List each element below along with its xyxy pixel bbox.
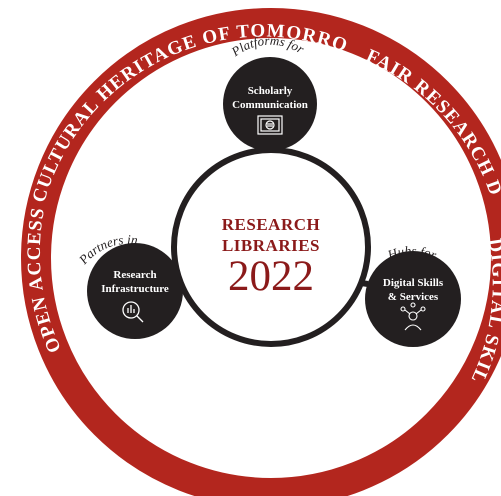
node-left-title-line2: Infrastructure	[101, 283, 169, 295]
node-top-title-line2: Communication	[232, 99, 308, 111]
node-right-caption: Hubs for	[385, 243, 440, 263]
center-title-line1: RESEARCH	[222, 215, 320, 234]
node-top-circle	[223, 57, 317, 151]
outer-ring	[21, 8, 501, 496]
node-right-title-line1: Digital Skills	[383, 277, 444, 289]
node-right-title-line2: & Services	[388, 291, 439, 303]
center-hub: RESEARCH LIBRARIES 2022	[171, 147, 371, 347]
center-year: 2022	[228, 253, 314, 300]
node-left-title-line1: Research	[113, 269, 156, 281]
red-ring	[21, 8, 501, 496]
ring-label-open-access: OPEN ACCESS	[24, 205, 66, 355]
node-left-circle	[87, 243, 183, 339]
node-top: Platforms for Scholarly Communication	[223, 33, 317, 151]
node-right-circle	[365, 251, 461, 347]
node-right: Hubs for Digital Skills & Services	[365, 243, 461, 347]
node-left: Partners in Research Infrastructure	[75, 232, 183, 339]
node-top-title-line1: Scholarly	[248, 85, 293, 97]
library-building-icon	[257, 115, 283, 135]
people-network-icon	[400, 302, 426, 331]
center-title-line2: LIBRARIES	[222, 236, 320, 255]
magnifier-chart-icon	[122, 301, 144, 323]
